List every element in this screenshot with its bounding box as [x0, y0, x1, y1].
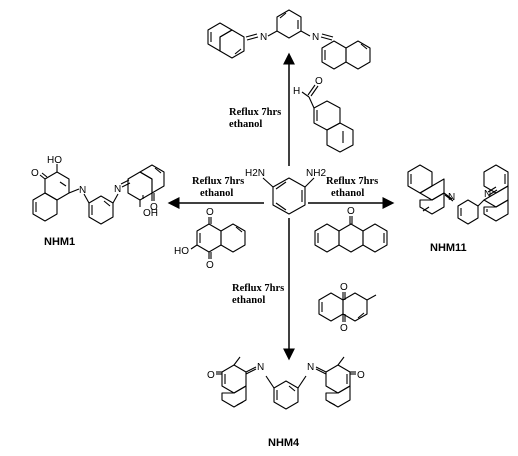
central-reactant-o-phenylenediamine: H2N NH2 — [245, 168, 326, 215]
lawsone-ho: HO — [174, 246, 189, 257]
menadione-o-top: O — [340, 282, 348, 293]
top-n-right: N — [312, 32, 319, 43]
reagent-naphthaldehyde: H O — [293, 76, 354, 153]
condition-left-line2: ethanol — [200, 188, 233, 199]
nhm4-n-left: N — [257, 362, 264, 373]
condition-right: Reflux 7hrs ethanol — [326, 176, 378, 199]
condition-left: Reflux 7hrs ethanol — [192, 176, 244, 199]
top-n-left: N — [260, 32, 267, 43]
condition-bottom: Reflux 7hrs ethanol — [232, 283, 284, 306]
product-nhm1: HO O N N O OH — [31, 155, 165, 225]
reagent-lawsone: O O HO — [174, 207, 246, 271]
nhm4-n-right: N — [307, 362, 314, 373]
nhm4-o-right: O — [357, 370, 365, 381]
nhm1-o-left: O — [31, 168, 39, 179]
condition-top: Reflux 7hrs ethanol — [229, 107, 281, 130]
aldehyde-o: O — [315, 76, 323, 87]
condition-bottom-line1: Reflux 7hrs — [232, 283, 284, 294]
nhm1-ho: HO — [47, 155, 62, 166]
nhm4-name: NHM4 — [268, 437, 300, 449]
nh2-right-label: NH2 — [306, 168, 326, 179]
product-nhm4: O O N N — [207, 356, 365, 410]
condition-bottom-line2: ethanol — [232, 295, 265, 306]
menadione-o-bottom: O — [340, 323, 348, 334]
lawsone-o-top: O — [206, 207, 214, 218]
nhm1-o-right: O — [150, 202, 158, 213]
anthraquinone-o: O — [347, 206, 355, 217]
reagent-anthraquinone: O — [314, 206, 388, 253]
nhm4-o-left: O — [207, 370, 215, 381]
reagent-menadione: O O — [318, 282, 377, 334]
lawsone-o-bottom: O — [206, 260, 214, 271]
aldehyde-h: H — [293, 86, 300, 97]
nhm11-n-right: N — [484, 189, 491, 200]
condition-right-line2: ethanol — [331, 188, 364, 199]
nhm1-n-right: N — [114, 184, 121, 195]
nhm1-oh: OH — [143, 208, 158, 219]
product-nhm11: N N — [407, 164, 509, 225]
top-product-bis-naphthylidene: N N — [207, 9, 371, 70]
nhm11-n-left: N — [448, 192, 455, 203]
nh2-left-label: H2N — [245, 168, 265, 179]
nhm1-n-left: N — [79, 185, 86, 196]
condition-left-line1: Reflux 7hrs — [192, 176, 244, 187]
condition-top-line1: Reflux 7hrs — [229, 107, 281, 118]
nhm11-name: NHM11 — [430, 242, 467, 254]
nhm1-name: NHM1 — [44, 236, 75, 248]
condition-top-line2: ethanol — [229, 119, 262, 130]
condition-right-line1: Reflux 7hrs — [326, 176, 378, 187]
